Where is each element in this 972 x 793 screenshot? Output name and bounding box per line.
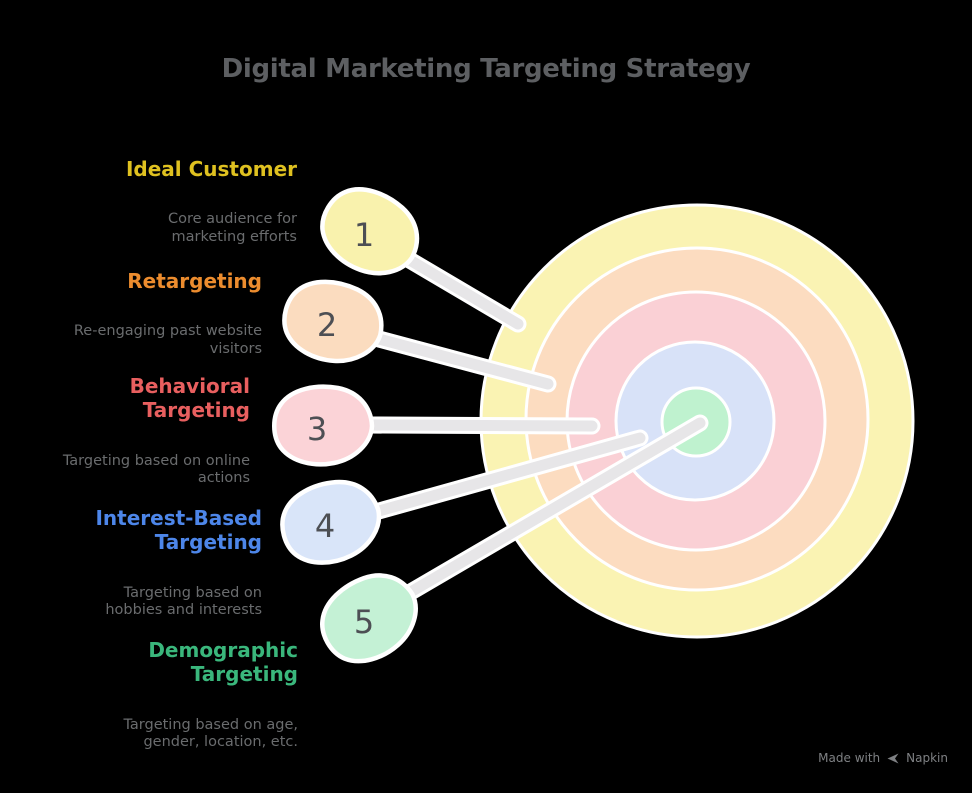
markers: 1 2 3 4 5 — [272, 187, 420, 664]
label-heading: Ideal Customer — [125, 157, 297, 181]
label-description: Re-engaging past website visitors — [73, 323, 262, 357]
label-heading: Retargeting — [127, 269, 262, 293]
marker-3: 3 — [272, 384, 375, 467]
label-description: Targeting based on age, gender, location… — [123, 716, 298, 751]
connector-4 — [373, 432, 646, 517]
label-block-retargeting: Retargeting Re-engaging past website vis… — [74, 250, 262, 377]
marker-4: 4 — [280, 479, 382, 565]
connectors — [359, 250, 709, 602]
label-block-interest-based-targeting: Interest-Based Targeting Targeting based… — [95, 487, 262, 639]
marker-5: 5 — [320, 573, 418, 664]
connector-5 — [403, 417, 706, 599]
page-title: Digital Marketing Targeting Strategy — [221, 54, 751, 84]
marker-2-blob — [282, 279, 384, 364]
label-block-ideal-customer: Ideal Customer Core audience for marketi… — [126, 138, 297, 265]
label-heading: Behavioral Targeting — [129, 374, 250, 423]
marker-2-number: 2 — [317, 306, 337, 344]
napkin-logo-icon — [887, 753, 899, 763]
marker-1-number: 1 — [354, 216, 374, 254]
marker-1: 1 — [320, 187, 420, 276]
connector-1 — [402, 253, 524, 330]
connector-3 — [362, 419, 598, 432]
marker-3-blob — [272, 384, 375, 467]
label-block-demographic-targeting: Demographic Targeting Targeting based on… — [123, 619, 298, 771]
marker-4-blob — [280, 479, 382, 565]
marker-3-number: 3 — [307, 410, 327, 448]
napkin-watermark[interactable]: Made with Napkin — [818, 751, 948, 765]
watermark-prefix: Made with — [818, 751, 881, 765]
marker-4-number: 4 — [315, 507, 335, 545]
watermark-brand: Napkin — [906, 751, 948, 765]
label-block-behavioral-targeting: Behavioral Targeting Targeting based on … — [63, 355, 250, 507]
marker-1-blob — [320, 187, 420, 276]
label-heading: Interest-Based Targeting — [95, 506, 262, 555]
marker-2: 2 — [282, 279, 384, 364]
label-description: Targeting based on online actions — [62, 452, 250, 487]
connector-2 — [373, 333, 554, 390]
label-description: Core audience for marketing efforts — [167, 211, 297, 245]
marker-5-blob — [320, 573, 418, 664]
marker-5-number: 5 — [354, 603, 374, 641]
label-description: Targeting based on hobbies and interests — [105, 584, 262, 619]
label-heading: Demographic Targeting — [148, 638, 298, 687]
